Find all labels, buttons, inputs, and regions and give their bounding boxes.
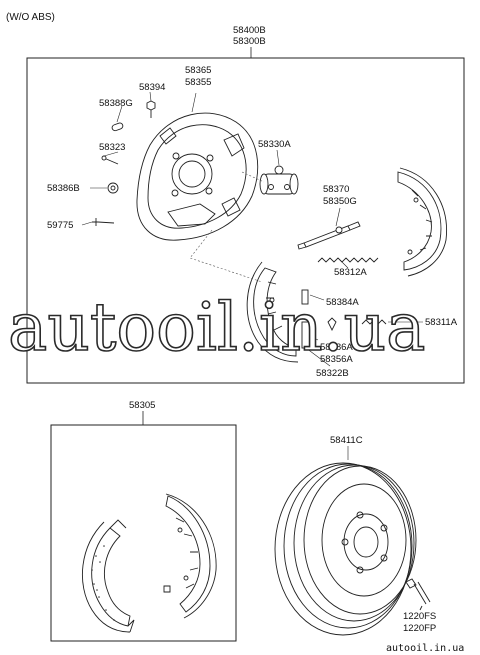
group-label-58400b: 58400B	[233, 25, 266, 36]
site-watermark: autooil.in.ua	[386, 643, 464, 654]
variant-label: (W/O ABS)	[6, 12, 55, 23]
part-label-1220fs: 1220FS	[403, 611, 436, 622]
part-label-58350g: 58350G	[323, 196, 357, 207]
part-label-58356a: 58356A	[320, 354, 353, 365]
part-label-58312a: 58312A	[334, 267, 367, 278]
part-label-58365: 58365	[185, 65, 211, 76]
site-watermark-bg	[384, 640, 480, 655]
backing-plate-group-box	[26, 57, 465, 384]
part-label-58330a: 58330A	[258, 139, 291, 150]
adjuster-drawing	[297, 221, 379, 263]
shoe-set-drawing	[82, 493, 217, 633]
shoe-set-box	[50, 424, 237, 642]
lower-brake-shoe-drawing	[246, 261, 387, 363]
part-label-58311a: 58311A	[425, 317, 458, 328]
part-label-59775: 59775	[47, 220, 73, 231]
group-label-58411c: 58411C	[330, 435, 363, 446]
small-parts-drawing	[92, 100, 156, 226]
backing-plate-drawing	[136, 112, 259, 241]
part-label-58322b: 58322B	[316, 368, 349, 379]
group-label-58300b: 58300B	[233, 36, 266, 47]
watermark-text: autooil.in.ua	[8, 289, 426, 366]
brake-drum-drawing	[274, 462, 431, 636]
part-label-58386a: 58386A	[320, 342, 353, 353]
part-label-1220fp: 1220FP	[403, 623, 436, 634]
part-label-58355: 58355	[185, 77, 211, 88]
part-label-58370: 58370	[323, 184, 349, 195]
part-label-58323: 58323	[99, 142, 125, 153]
group-label-58305: 58305	[129, 400, 155, 411]
part-label-58386b: 58386B	[47, 183, 80, 194]
leader-lines	[81, 91, 423, 367]
assembly-leaders	[189, 171, 265, 283]
wheel-cylinder-drawing	[259, 165, 299, 195]
part-label-58384a: 58384A	[326, 297, 359, 308]
part-label-58388g: 58388G	[99, 98, 133, 109]
right-brake-shoe-drawing	[397, 167, 448, 277]
part-label-58394: 58394	[139, 82, 165, 93]
